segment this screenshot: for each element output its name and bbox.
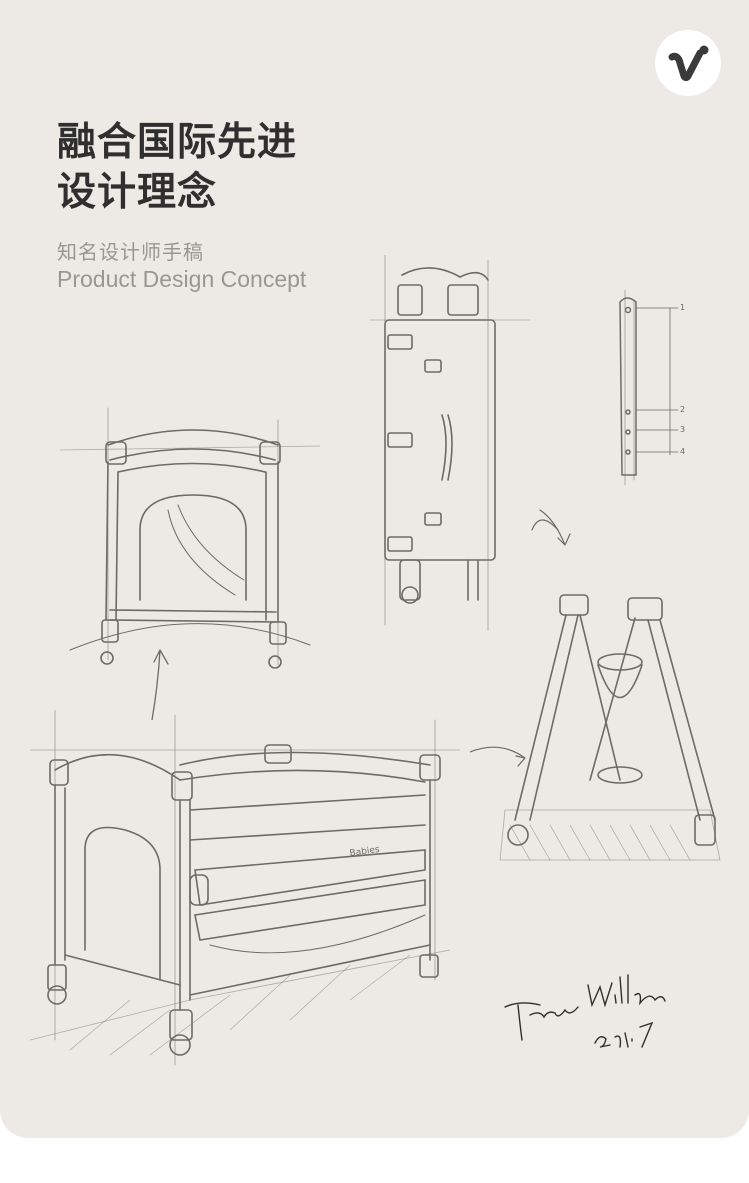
frame-folding-sketch [470,490,740,870]
marker-2: 2 [680,405,685,414]
title-line-2: 设计理念 [57,170,218,215]
marker-4: 4 [680,447,685,456]
title-line-1: 融合国际先进 [57,120,298,165]
brand-logo [655,30,721,96]
crib-front-sketch [60,400,320,720]
side-profile-sketch: 1 2 3 4 [600,290,710,490]
marker-1: 1 [680,303,685,312]
page-title: 融合国际先进 设计理念 [57,118,297,218]
brand-v-icon [668,45,709,81]
folded-crib-sketch [370,255,535,635]
designer-signature [500,955,670,1059]
crib-brand-label: Babies [349,845,381,859]
subtitle-english: Product Design Concept [57,266,307,292]
crib-perspective-sketch: Babies [30,710,460,1070]
marker-3: 3 [680,425,685,434]
poster-card: 融合国际先进 设计理念 知名设计师手稿 Product Design Conce… [0,0,749,1138]
subtitle-chinese: 知名设计师手稿 [57,240,204,264]
